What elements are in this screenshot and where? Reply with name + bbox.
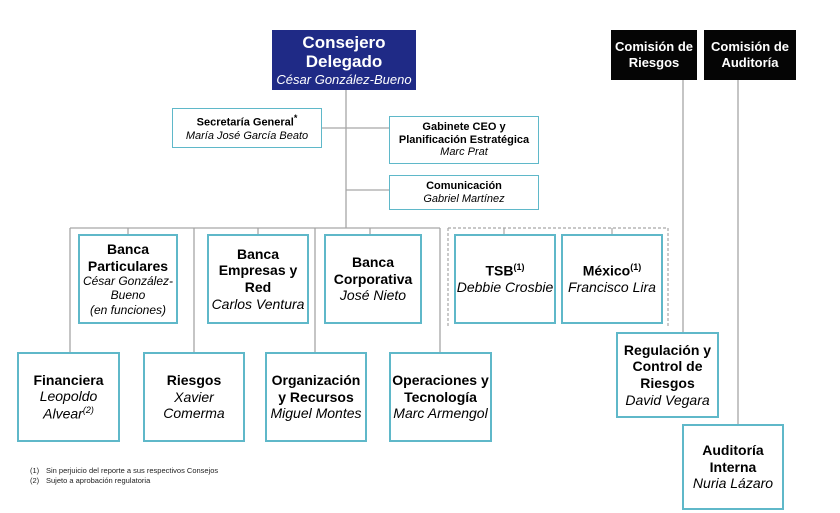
consejero-delegado-box: Consejero Delegado César González-Bueno [272,30,416,90]
comision-riesgos-box: Comisión de Riesgos [611,30,697,80]
regulacion-title-line2: Control de [632,358,703,375]
tsb-title: TSB(1) [485,262,525,279]
financiera-person-line1: Leopoldo [39,388,98,405]
riesgos-person-line2: Comerma [163,405,225,422]
organizacion-person: Miguel Montes [270,405,362,422]
comunicacion-person: Gabriel Martínez [423,192,505,205]
organizacion-title-line1: Organización [271,372,361,389]
operaciones-title-line1: Operaciones y [392,372,489,389]
tsb-person: Debbie Crosbie [456,279,554,296]
riesgos-title: Riesgos [166,372,222,389]
banca-corporativa-person: José Nieto [339,287,407,304]
auditoria-interna-title-line1: Auditoría [702,442,764,459]
banca-particulares-box: Banca Particulares César González- Bueno… [78,234,178,324]
tsb-box: TSB(1) Debbie Crosbie [454,234,556,324]
riesgos-box: Riesgos Xavier Comerma [143,352,245,442]
banca-particulares-person-line1: César González- [82,274,174,289]
secretaria-person: María José García Beato [185,129,309,142]
consejero-person: César González-Bueno [276,71,412,87]
mexico-box: México(1) Francisco Lira [561,234,663,324]
footnote-2: (2)Sujeto a aprobación regulatoria [30,476,151,485]
comision-auditoria-line1: Comisión de [710,39,789,55]
consejero-title-line2: Delegado [305,52,383,72]
banca-particulares-title-line2: Particulares [87,257,169,274]
banca-empresas-title-line2: Empresas y [218,262,298,279]
gabinete-person: Marc Prat [440,146,488,159]
banca-particulares-person-line3: (en funciones) [89,302,167,317]
gabinete-ceo-box: Gabinete CEO y Planificación Estratégica… [389,116,539,164]
financiera-title: Financiera [33,371,104,388]
riesgos-person-line1: Xavier [174,388,214,405]
banca-corporativa-title-line1: Banca [351,254,395,271]
comunicacion-box: Comunicación Gabriel Martínez [389,175,539,210]
gabinete-title-line2: Planificación Estratégica [398,133,530,146]
mexico-title: México(1) [582,262,642,279]
organizacion-title-line2: y Recursos [278,388,354,405]
mexico-person: Francisco Lira [568,279,656,296]
banca-empresas-box: Banca Empresas y Red Carlos Ventura [207,234,309,324]
banca-empresas-title-line1: Banca [236,245,280,262]
auditoria-interna-title-line2: Interna [709,458,757,475]
banca-particulares-person-line2: Bueno [110,288,146,303]
regulacion-box: Regulación y Control de Riesgos David Ve… [616,332,719,418]
banca-particulares-title-line1: Banca [106,241,150,258]
financiera-person-line2: Alvear(2) [43,404,94,422]
gabinete-title-line1: Gabinete CEO y [422,120,506,133]
comunicacion-title: Comunicación [426,179,502,192]
footnote-1: (1)Sin perjuicio del reporte a sus respe… [30,466,219,475]
auditoria-interna-person: Nuria Lázaro [692,475,774,492]
operaciones-box: Operaciones y Tecnología Marc Armengol [389,352,492,442]
organizacion-box: Organización y Recursos Miguel Montes [265,352,367,442]
comision-auditoria-line2: Auditoría [721,55,779,70]
banca-empresas-person: Carlos Ventura [211,295,305,312]
consejero-title-line1: Consejero [302,32,386,52]
operaciones-title-line2: Tecnología [404,388,477,405]
banca-corporativa-box: Banca Corporativa José Nieto [324,234,422,324]
comision-riesgos-line2: Riesgos [628,55,680,70]
financiera-box: Financiera Leopoldo Alvear(2) [17,352,120,442]
regulacion-title-line1: Regulación y [623,341,712,358]
banca-corporativa-title-line2: Corporativa [333,270,413,287]
auditoria-interna-box: Auditoría Interna Nuria Lázaro [682,424,784,510]
regulacion-title-line3: Riesgos [640,375,695,391]
secretaria-title: Secretaría General* [196,113,298,129]
operaciones-person: Marc Armengol [393,405,488,422]
comision-riesgos-line1: Comisión de [614,39,693,55]
secretaria-general-box: Secretaría General* María José García Be… [172,108,322,148]
comision-auditoria-box: Comisión de Auditoría [704,30,796,80]
regulacion-person: David Vegara [625,391,710,408]
banca-empresas-title-line3: Red [244,279,272,295]
